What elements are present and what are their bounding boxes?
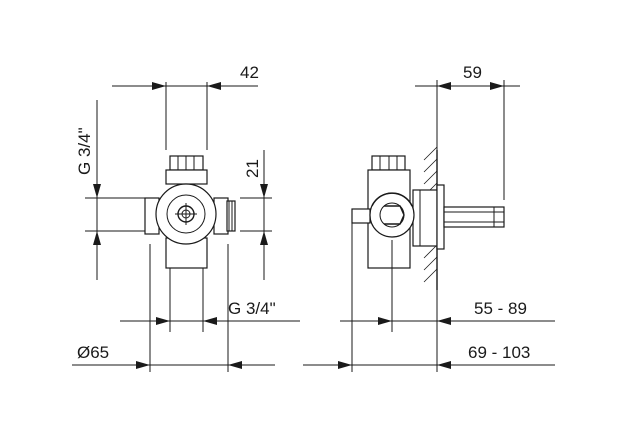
front-dim-inlet-thread: G 3/4": [75, 100, 145, 280]
front-view: [144, 155, 236, 269]
front-dim-outlet-thread: G 3/4": [120, 268, 300, 332]
side-view: [351, 146, 505, 290]
dim-label-69-103: 69 - 103: [468, 343, 530, 362]
side-dim-range-inner: 55 - 89: [340, 240, 555, 332]
side-dim-depth: 59: [415, 63, 520, 200]
dim-label-55-89: 55 - 89: [474, 299, 527, 318]
front-dim-height: 21: [240, 150, 272, 280]
front-dim-diameter: Ø65: [72, 244, 275, 372]
front-upper-neck: [165, 169, 208, 185]
dim-label-59: 59: [463, 63, 482, 82]
dim-label-42: 42: [240, 63, 259, 82]
side-spindle: [443, 206, 505, 228]
dim-label-g34-horizontal: G 3/4": [228, 299, 276, 318]
side-dim-range-outer: 69 - 103: [303, 223, 555, 372]
side-left-stub: [351, 208, 371, 224]
dim-label-diameter: Ø65: [77, 343, 109, 362]
front-dim-width: 42: [112, 63, 259, 150]
dim-label-g34-vertical: G 3/4": [75, 127, 94, 175]
side-mounting-plate: [412, 189, 438, 247]
dim-label-21: 21: [243, 159, 262, 178]
